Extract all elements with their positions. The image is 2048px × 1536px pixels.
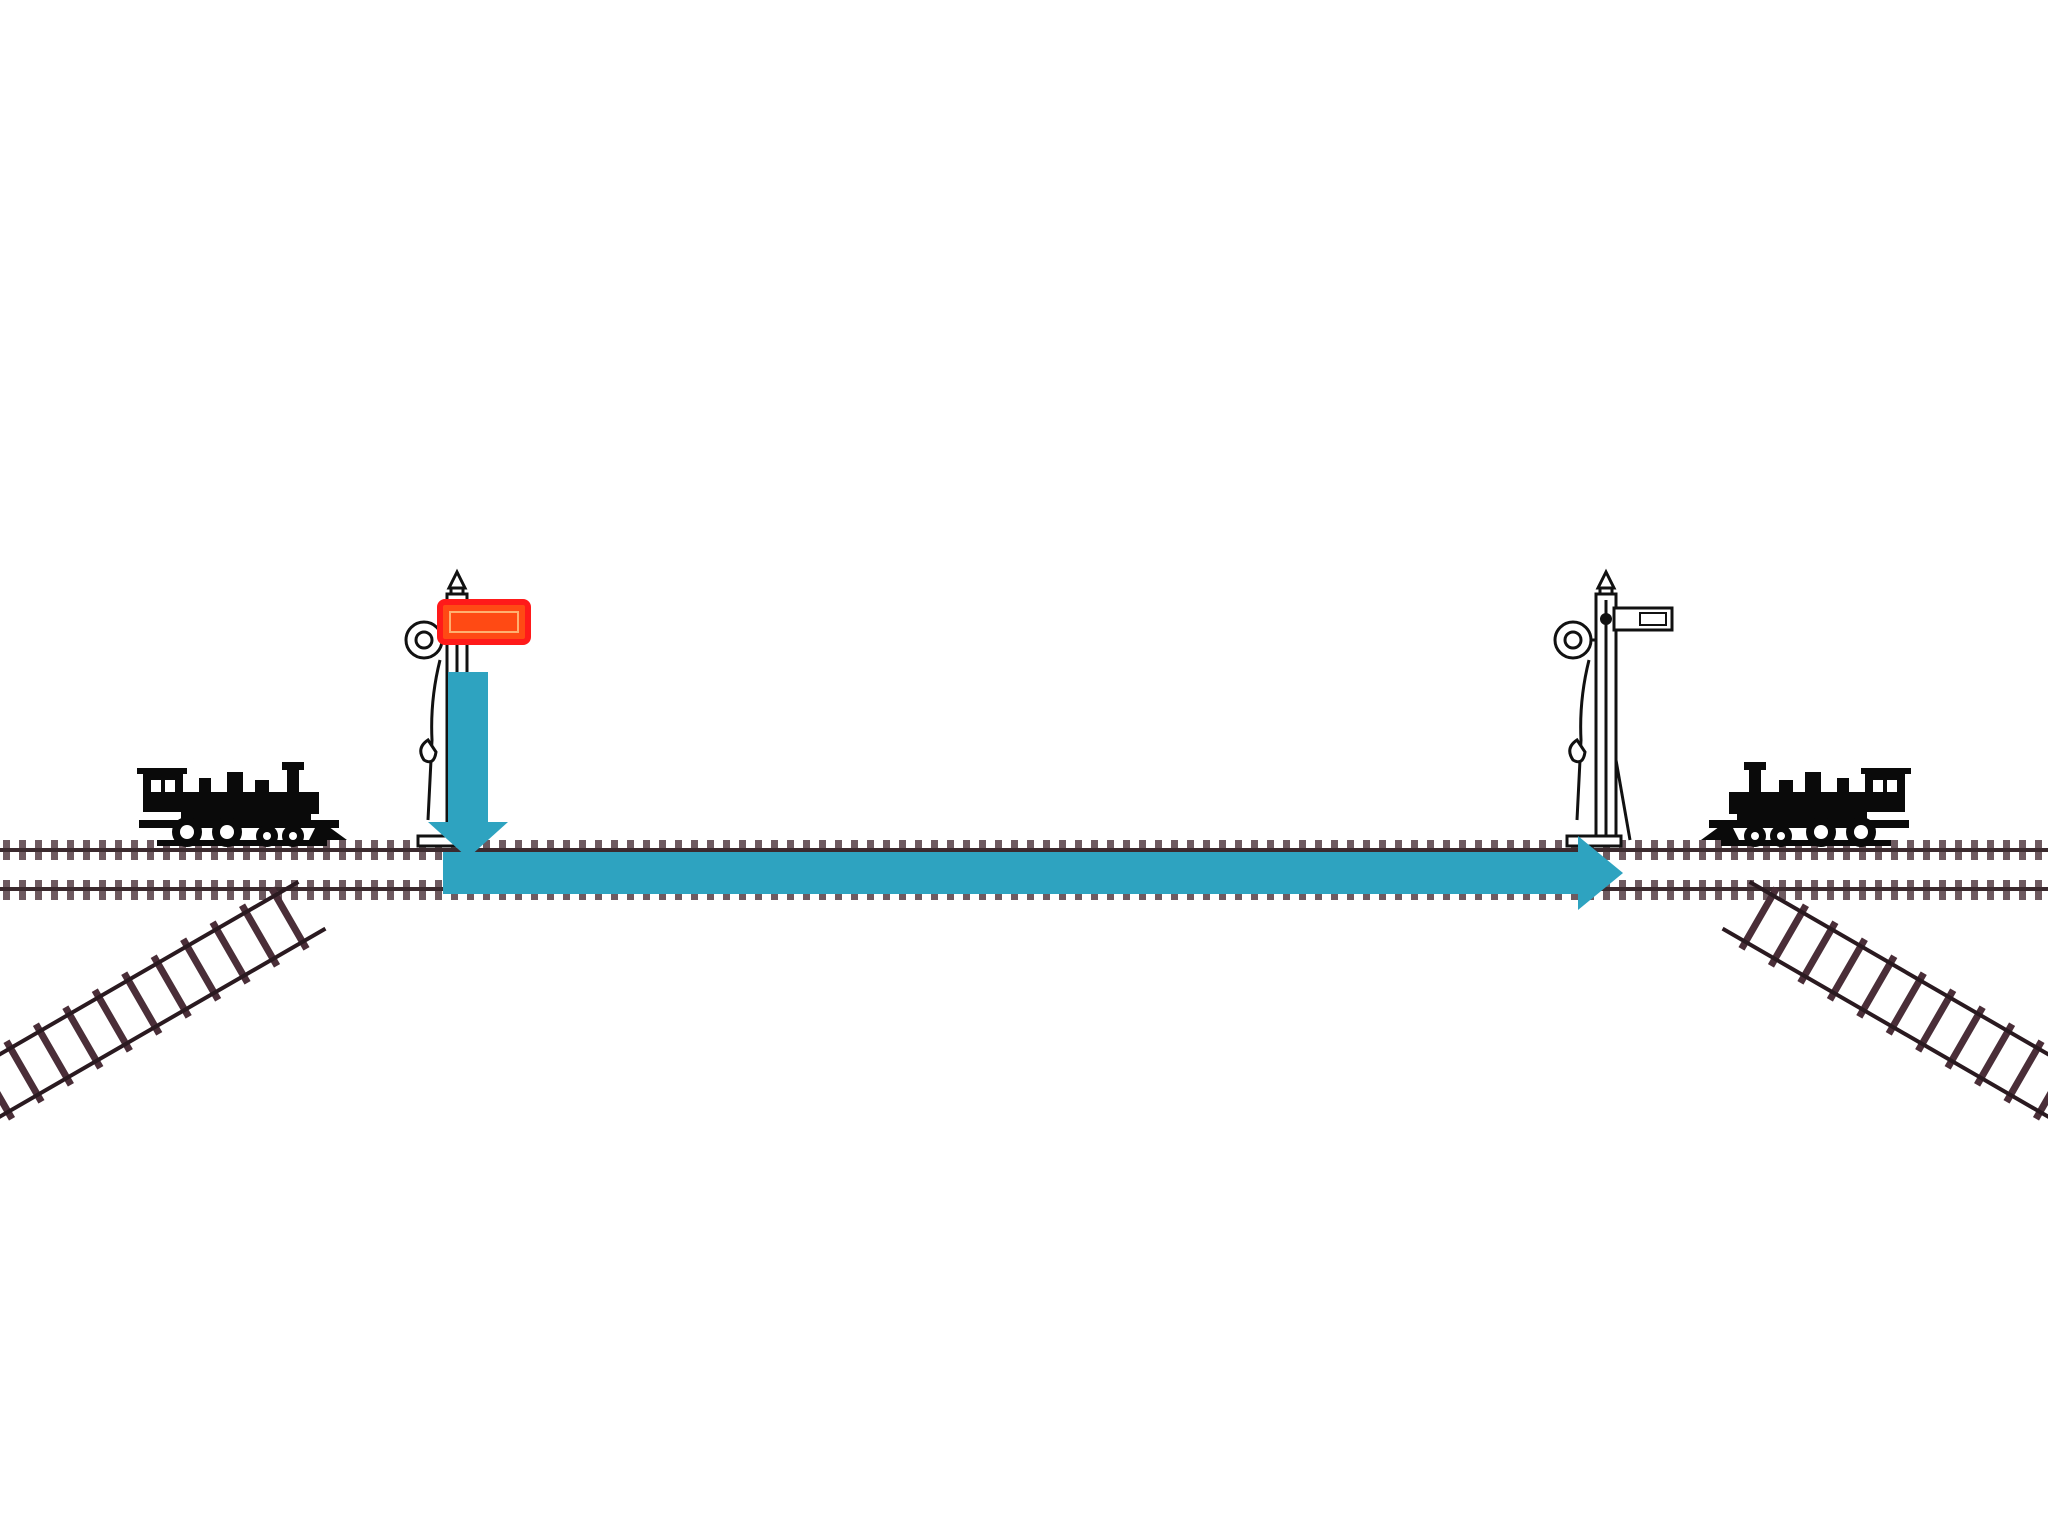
left-signal-arm	[437, 599, 531, 645]
flow-arrow-right-head	[1578, 836, 1623, 910]
left-branch-track	[0, 874, 330, 1131]
left-locomotive	[137, 762, 347, 847]
right-signal	[1553, 568, 1674, 848]
main-track-rail-top	[0, 848, 2048, 852]
right-signal-arm	[1600, 606, 1674, 632]
right-locomotive	[1701, 762, 1911, 847]
right-branch-ties	[1718, 874, 2048, 1131]
right-branch-rail-bottom	[1721, 926, 2048, 1131]
right-branch-rail-top	[1748, 880, 2048, 1084]
flow-arrow-horizontal-shaft	[443, 852, 1583, 894]
right-branch-track	[1718, 874, 2048, 1131]
flow-arrow-vertical-shaft	[448, 672, 488, 822]
left-branch-ties	[0, 874, 330, 1131]
flow-arrow-down-head	[428, 822, 508, 858]
flow-arrow	[428, 672, 1623, 910]
left-branch-rail-bottom	[0, 926, 327, 1131]
right-signal-post	[1553, 568, 1632, 848]
left-branch-rail-top	[0, 880, 300, 1084]
